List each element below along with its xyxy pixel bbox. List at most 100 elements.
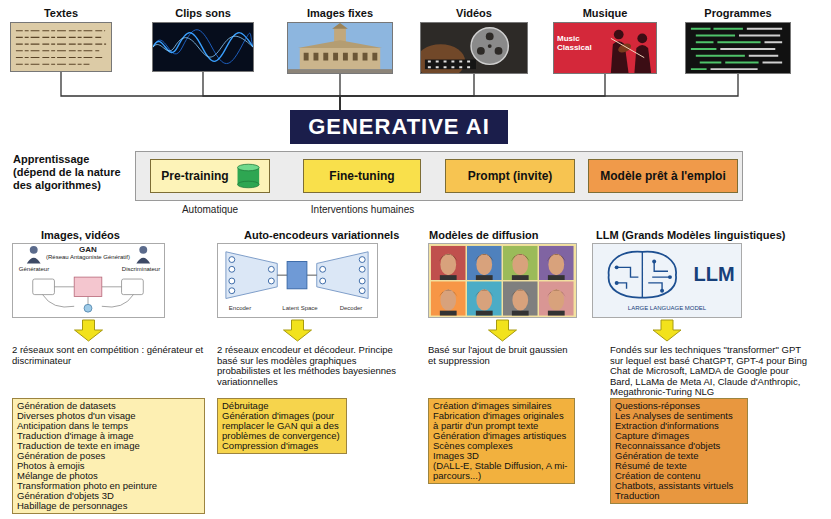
media-thumbnail: Programmes <box>685 22 791 74</box>
gan-illustration-part <box>84 304 92 312</box>
list-panel: Création d'images similairesFabrication … <box>428 398 575 484</box>
autoencoder-illustration-part <box>359 257 365 263</box>
media-label: Musique <box>554 7 656 20</box>
list-item: Génération de poses <box>17 451 200 461</box>
diffusion-portraits-part <box>539 281 574 315</box>
connector <box>340 74 474 110</box>
model-illustration-box: LLM (Grands Modèles linguistiques) <box>592 243 742 318</box>
list-item: Extraction d'informations <box>615 421 743 431</box>
diffusion-portraits-part <box>475 254 494 280</box>
gan-illustration-part <box>139 246 147 254</box>
orchestra-picture-part <box>554 23 656 73</box>
list-item: Images 3D <box>433 451 570 461</box>
list-item: Transformation photo en peinture <box>17 481 200 491</box>
gan-illustration-part <box>27 258 41 264</box>
process-box: Pre-training <box>150 159 270 193</box>
sound-wave-picture-part <box>153 23 253 71</box>
connector <box>340 74 605 110</box>
film-reel-picture-part <box>488 44 492 48</box>
gan-illustration-part <box>13 244 164 317</box>
llm-brain-picture-part <box>615 281 619 285</box>
orchestra-picture-part <box>611 38 644 57</box>
list-panel: Questions-réponsesLes Analyses de sentim… <box>610 398 748 504</box>
list-item: Questions-réponses <box>615 401 743 411</box>
list-item: Diverses photos d'un visage <box>17 411 200 421</box>
gan-illustration-part <box>33 279 55 295</box>
media-thumbnail: Clips sons <box>152 22 254 72</box>
autoencoder-illustration-part <box>229 278 235 284</box>
title-banner: GENERATIVE AI <box>290 110 508 144</box>
sound-wave-picture-part <box>153 36 253 57</box>
column-heading: Auto-encodeurs variationnels <box>244 229 403 242</box>
autoencoder-illustration <box>218 244 377 317</box>
list-item: Génération d'images (pour remplacer le G… <box>222 411 342 441</box>
diffusion-portraits <box>429 244 576 317</box>
diffusion-portraits-part <box>431 281 466 315</box>
film-reel-picture-part <box>495 47 503 55</box>
list-item: Création d'images similaires <box>433 401 570 411</box>
gan-illustration-part <box>30 246 38 254</box>
diffusion-portraits-part <box>511 254 530 280</box>
building-photo <box>288 23 392 73</box>
process-box: Fine-tuning <box>303 159 421 193</box>
autoencoder-illustration-part <box>320 278 326 284</box>
autoencoder-illustration-part <box>268 278 274 284</box>
process-box: Prompt (invite) <box>445 159 575 193</box>
list-item: Traduction de texte en image <box>17 441 200 451</box>
picture-label: Automatique <box>150 204 270 216</box>
list-item: Chatbots, assistants virtuels <box>615 481 743 491</box>
band-heading: Apprentissage (dépend de la nature des a… <box>13 153 123 192</box>
column-heading: LLM (Grands Modèles linguistiques) <box>596 229 744 242</box>
connector <box>340 74 738 110</box>
llm-brain-picture-part <box>660 289 664 293</box>
process-label: Pre-training <box>161 169 228 183</box>
llm-brain-picture-part <box>609 252 676 298</box>
media-label: Vidéos <box>421 7 527 20</box>
description-text: 2 réseaux encodeur et décodeur. Principe… <box>217 342 399 398</box>
source-code-picture <box>686 23 790 73</box>
list-item: (DALL-E, Stable Diffusion, A mi-parcours… <box>433 461 570 481</box>
picture-label: Interventions humaines <box>285 204 440 216</box>
process-box: Modèle prêt à l'emploi <box>588 159 738 193</box>
orchestra-picture-part <box>614 30 624 40</box>
diffusion-portraits-part <box>429 244 576 317</box>
gan-illustration-part <box>122 279 144 295</box>
building-photo-part <box>332 23 348 29</box>
manuscript-picture <box>11 23 111 71</box>
film-reel-picture-part <box>486 33 494 41</box>
model-illustration-box: Modèles de diffusion <box>428 243 577 318</box>
list-item: Traduction <box>615 491 743 501</box>
application-list: Fondés sur les techniques "transformer" … <box>610 342 807 504</box>
label-anchor: Automatique <box>150 204 270 216</box>
media-label: Programmes <box>686 7 790 20</box>
connector <box>203 72 340 110</box>
autoencoder-illustration-part <box>229 257 235 263</box>
orchestra-picture <box>554 23 656 73</box>
database-icon-part <box>238 164 260 171</box>
column-heading: Images, vidéos <box>41 229 192 242</box>
llm-brain-picture-part <box>652 260 656 264</box>
media-thumbnail: Textes <box>10 22 112 72</box>
list-item: Génération de texte <box>615 451 743 461</box>
autoencoder-illustration-part <box>226 252 277 299</box>
list-item: Génération d'objets 3D <box>17 491 200 501</box>
diffusion-portraits-part <box>431 246 466 280</box>
list-item: Traduction d'image à image <box>17 431 200 441</box>
llm-brain-picture-part <box>615 265 619 269</box>
media-label: Clips sons <box>153 7 253 20</box>
llm-brain-picture-part <box>593 244 741 317</box>
block-arrow <box>284 320 312 341</box>
autoencoder-illustration-part <box>317 252 368 299</box>
building-photo-part <box>288 69 392 73</box>
list-item: Reconnaissance d'objets <box>615 441 743 451</box>
gan-illustration-part <box>136 258 150 264</box>
autoencoder-illustration-part <box>359 278 365 284</box>
media-thumbnail: Images fixes <box>287 22 393 74</box>
model-illustration-box: Auto-encodeurs variationnels <box>217 243 378 318</box>
llm-brain-picture-part <box>668 275 672 279</box>
list-item: Capture d'images <box>615 431 743 441</box>
diffusion-portraits-part <box>467 246 502 280</box>
film-reel-picture-part <box>428 61 470 69</box>
orchestra-picture-part <box>634 45 651 73</box>
